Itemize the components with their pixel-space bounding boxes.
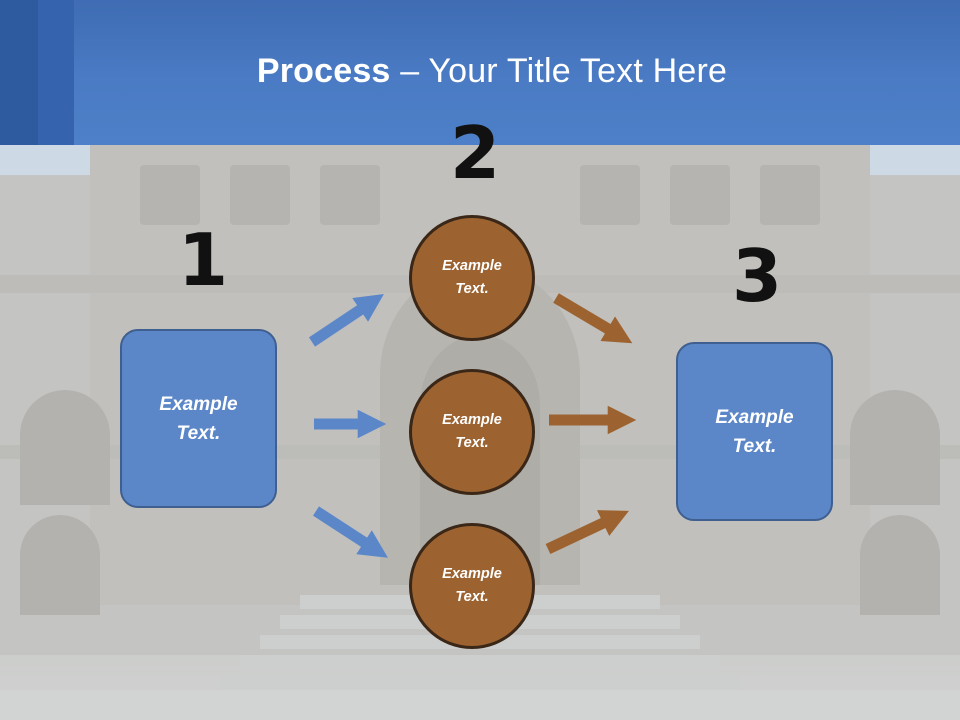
title-accent-stripe <box>0 0 38 145</box>
title-bar: Process – Your Title Text Here <box>0 0 960 145</box>
step-2-circle-top-text: Example Text. <box>442 258 502 297</box>
step-number-3: 3 <box>732 234 783 318</box>
slide-title-bold: Process <box>256 52 391 90</box>
arrow-circle-1-to-box <box>553 293 633 344</box>
step-2-circle-bottom-text: Example Text. <box>442 566 502 605</box>
slide-title: Process – Your Title Text Here <box>0 52 960 91</box>
step-2-circle-bottom: Example Text. <box>409 523 535 649</box>
step-2-circle-top: Example Text. <box>409 215 535 341</box>
step-2-circle-middle: Example Text. <box>409 369 535 495</box>
step-3-box-text: Example Text. <box>715 406 794 457</box>
step-1-box-text: Example Text. <box>159 393 238 444</box>
arrow-box-to-circle-1 <box>308 294 384 347</box>
step-number-1: 1 <box>178 218 229 302</box>
slide-title-rest: – Your Title Text Here <box>390 52 728 90</box>
title-accent-stripe <box>38 0 74 145</box>
step-number-2: 2 <box>450 111 501 195</box>
arrow-box-to-circle-3 <box>313 506 388 558</box>
step-2-circle-middle-text: Example Text. <box>442 412 502 451</box>
step-1-box: Example Text. <box>120 329 277 508</box>
step-3-box: Example Text. <box>676 342 833 521</box>
arrow-circle-3-to-box <box>545 510 629 554</box>
